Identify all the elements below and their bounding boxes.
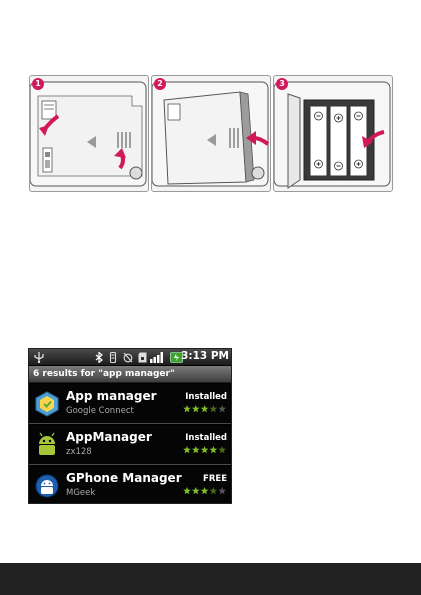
star-icon <box>210 446 218 453</box>
app-manager-icon <box>35 391 59 417</box>
star-icon <box>201 405 209 412</box>
step-number-badge: 3 <box>276 78 288 90</box>
app-name: GPhone Manager Fre <box>66 471 186 485</box>
star-icon <box>201 487 209 494</box>
app-install-status: Installed <box>185 433 227 443</box>
step-2-panel: 2 <box>151 75 271 192</box>
step-number-badge: 1 <box>32 78 44 90</box>
star-icon <box>218 446 226 453</box>
step-3-panel: 3 <box>273 75 393 192</box>
app-developer: Google Connect <box>66 406 134 416</box>
app-install-status: Installed <box>185 392 227 402</box>
alarm-off-icon <box>123 352 133 363</box>
app-developer: MGeek <box>66 488 95 498</box>
star-icon <box>192 487 200 494</box>
results-header: 6 results for "app manager" <box>29 366 232 383</box>
star-icon <box>218 487 226 494</box>
star-icon <box>201 446 209 453</box>
star-icon <box>183 446 191 453</box>
bluetooth-icon <box>95 352 103 363</box>
result-row-gphone-manager[interactable]: GPhone Manager Fre MGeek FREE <box>29 466 232 504</box>
star-icon <box>183 405 191 412</box>
clock: 3:13 PM <box>181 350 229 362</box>
step-1-panel: 1 <box>29 75 149 192</box>
battery-cover-closed-illustration <box>30 76 149 192</box>
stars-graphic <box>183 405 227 413</box>
star-rating <box>183 446 227 454</box>
step-number-badge: 2 <box>154 78 166 90</box>
star-rating <box>183 487 227 495</box>
android-icon <box>35 432 59 458</box>
stars-graphic <box>183 446 227 454</box>
stars-graphic <box>183 487 227 495</box>
result-row-appmanager[interactable]: AppManager zx128 Installed <box>29 425 232 465</box>
app-name: App manager <box>66 389 186 403</box>
battery-cover-sliding-illustration <box>152 76 271 192</box>
result-row-app-manager[interactable]: App manager Google Connect Installed <box>29 384 232 424</box>
battery-insertion-illustration <box>274 76 393 192</box>
star-icon <box>192 446 200 453</box>
usb-icon <box>34 352 44 363</box>
gphone-icon <box>35 473 59 499</box>
android-market-screenshot: 3:13 PM 6 results for "app manager" App … <box>28 348 232 504</box>
star-icon <box>183 487 191 494</box>
star-icon <box>218 405 226 412</box>
sd-card-icon <box>138 352 147 363</box>
app-price: FREE <box>203 474 227 484</box>
status-bar: 3:13 PM <box>29 349 232 366</box>
app-developer: zx128 <box>66 447 92 457</box>
signal-icon <box>150 352 164 363</box>
star-icon <box>192 405 200 412</box>
footer-band <box>0 563 421 595</box>
app-name: AppManager <box>66 430 186 444</box>
vibrate-icon <box>109 352 117 363</box>
star-icon <box>210 405 218 412</box>
star-rating <box>183 405 227 413</box>
star-icon <box>210 487 218 494</box>
